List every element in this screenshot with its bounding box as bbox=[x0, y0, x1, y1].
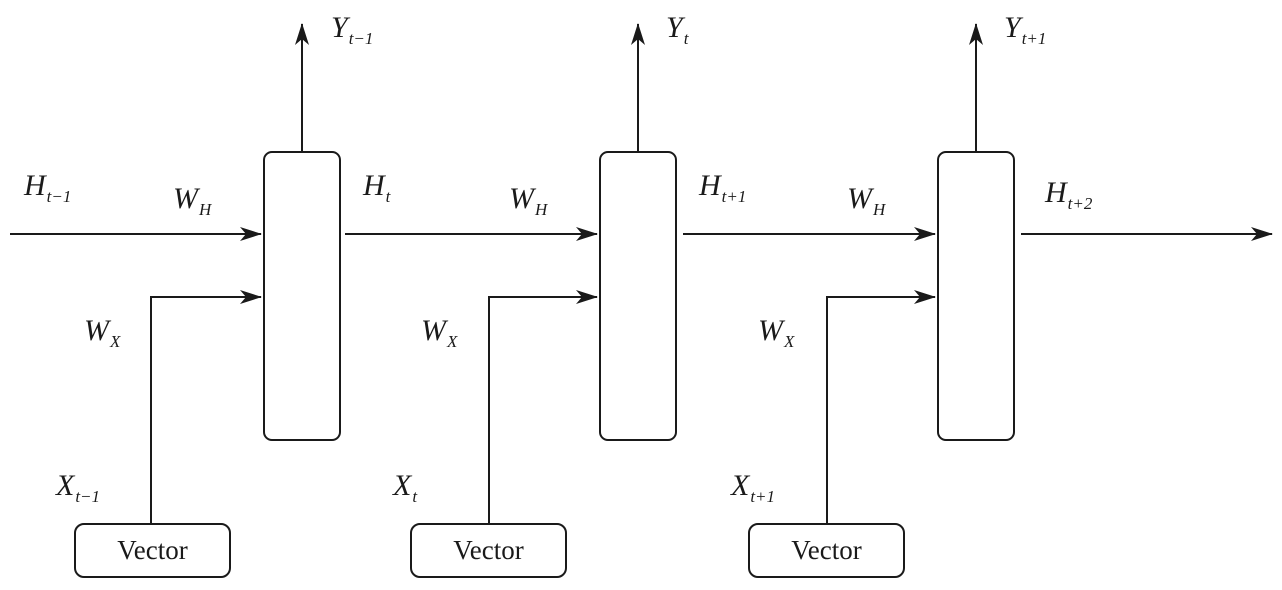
hidden-weight-label: WH bbox=[173, 182, 212, 220]
hidden-state-label: Ht bbox=[363, 169, 391, 207]
vector-box: Vector bbox=[748, 523, 905, 578]
hidden-state-label: Ht+1 bbox=[699, 169, 747, 207]
input-weight-label: WX bbox=[421, 314, 458, 352]
output-label: Yt+1 bbox=[1004, 11, 1047, 49]
hidden-state-label: Ht+2 bbox=[1045, 176, 1093, 214]
hidden-weight-label: WH bbox=[509, 182, 548, 220]
input-label: Xt−1 bbox=[56, 469, 101, 507]
output-label: Yt−1 bbox=[331, 11, 374, 49]
input-arrow-2 bbox=[826, 290, 936, 523]
hidden-weight-label: WH bbox=[847, 182, 886, 220]
input-label: Xt+1 bbox=[731, 469, 776, 507]
rnn-cell bbox=[599, 151, 677, 441]
input-weight-label: WX bbox=[84, 314, 121, 352]
input-weight-label: WX bbox=[758, 314, 795, 352]
hidden-state-label: Ht−1 bbox=[24, 169, 72, 207]
rnn-cell bbox=[937, 151, 1015, 441]
vector-box: Vector bbox=[74, 523, 231, 578]
input-arrow-0 bbox=[150, 290, 262, 523]
rnn-cell bbox=[263, 151, 341, 441]
output-label: Yt bbox=[666, 11, 689, 49]
input-label: Xt bbox=[393, 469, 418, 507]
input-arrow-1 bbox=[488, 290, 598, 523]
vector-box: Vector bbox=[410, 523, 567, 578]
